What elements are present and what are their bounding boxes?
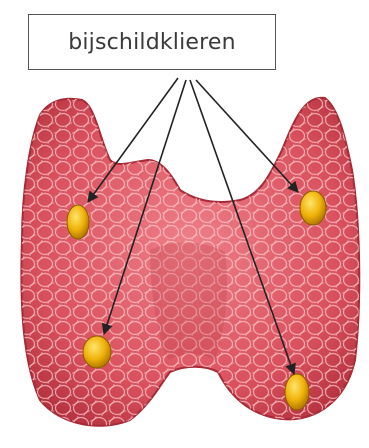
parathyroid-gland-lower-right: [285, 374, 309, 410]
label-text: bijschildklieren: [68, 30, 236, 55]
arrow-upper-right: [196, 80, 298, 192]
parathyroid-gland-lower-left: [83, 336, 111, 368]
parathyroid-gland-upper-left: [67, 205, 89, 239]
label-box: bijschildklieren: [28, 14, 276, 70]
thyroid-gland: [21, 98, 359, 426]
parathyroid-gland-upper-right: [300, 191, 326, 225]
